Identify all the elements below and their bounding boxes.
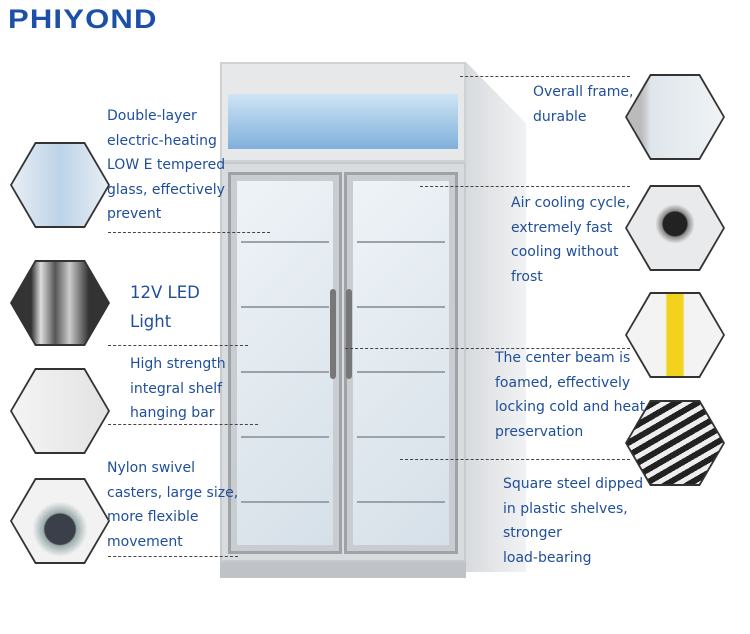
lightbox-banner xyxy=(228,94,458,149)
leader-line xyxy=(345,348,630,349)
door-handle xyxy=(330,289,336,379)
feature-frame-text: Overall frame,durable xyxy=(533,84,634,125)
led-light-detail-image xyxy=(10,260,110,346)
fridge-illustration xyxy=(220,62,466,582)
door-handle xyxy=(346,289,352,379)
right-door xyxy=(344,172,458,554)
fan-detail-image xyxy=(625,185,725,271)
fridge-base xyxy=(220,562,466,578)
left-door xyxy=(228,172,342,554)
frame-detail-image xyxy=(625,74,725,160)
steel-shelf-detail-image xyxy=(625,400,725,486)
fridge-side-panel xyxy=(466,62,526,572)
leader-line xyxy=(108,556,238,557)
leader-line xyxy=(108,424,258,425)
fridge-body xyxy=(220,162,466,562)
leader-line xyxy=(420,186,630,187)
shelf-bar-detail-image xyxy=(10,368,110,454)
leader-line xyxy=(108,232,270,233)
brand-logo: PHIYOND xyxy=(8,4,158,34)
glass-detail-image xyxy=(10,142,110,228)
center-beam-detail-image xyxy=(625,292,725,378)
leader-line xyxy=(460,76,630,77)
caster-detail-image xyxy=(10,478,110,564)
fridge-top-lightbox xyxy=(220,62,466,162)
leader-line xyxy=(108,345,248,346)
leader-line xyxy=(400,459,630,460)
